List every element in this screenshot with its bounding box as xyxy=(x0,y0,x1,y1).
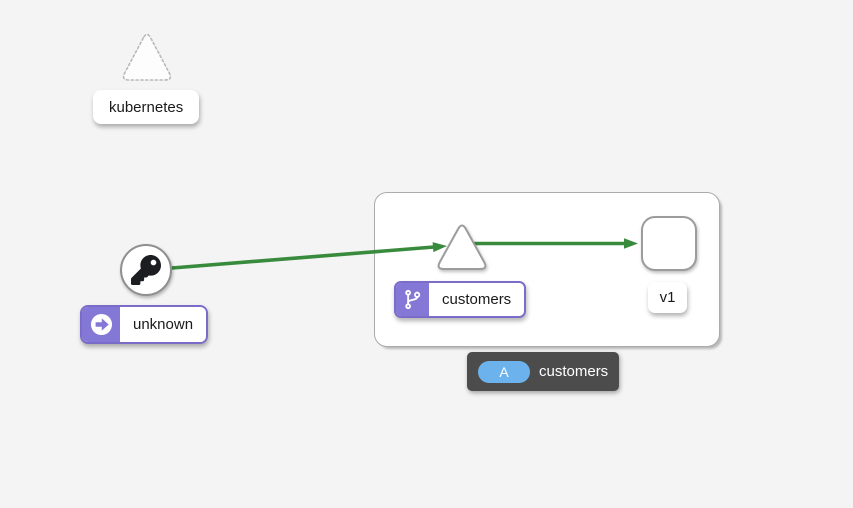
arrowhead-icon xyxy=(432,242,447,253)
edge-customers-service-to-v1[interactable] xyxy=(474,238,638,249)
kubernetes-node[interactable] xyxy=(113,23,181,87)
root-badge xyxy=(82,307,120,342)
tooltip-app-name: customers xyxy=(539,363,609,380)
customers-label-text: customers xyxy=(429,283,525,316)
v1-version-label[interactable]: v1 xyxy=(648,282,687,313)
unknown-node-label[interactable]: unknown xyxy=(80,305,209,344)
key-icon xyxy=(131,255,161,285)
v1-workload-node[interactable] xyxy=(641,216,697,271)
code-branch-icon xyxy=(405,289,421,310)
arrow-circle-right-icon xyxy=(90,313,112,336)
app-badge: A xyxy=(478,360,530,383)
v1-label-text: v1 xyxy=(659,289,676,306)
customers-service-node[interactable] xyxy=(428,214,496,278)
edge-unknown-to-customers-service[interactable] xyxy=(171,242,447,270)
arrowhead-icon xyxy=(624,238,638,249)
kubernetes-node-label[interactable]: kubernetes xyxy=(93,90,200,124)
unknown-label-text: unknown xyxy=(120,307,207,342)
unknown-node[interactable] xyxy=(120,244,172,296)
kubernetes-label-text: kubernetes xyxy=(109,98,184,116)
virtual-service-badge xyxy=(396,283,429,316)
app-box-tooltip: A customers xyxy=(467,352,620,391)
app-badge-letter: A xyxy=(499,363,509,380)
customers-service-label[interactable]: customers xyxy=(394,281,527,318)
